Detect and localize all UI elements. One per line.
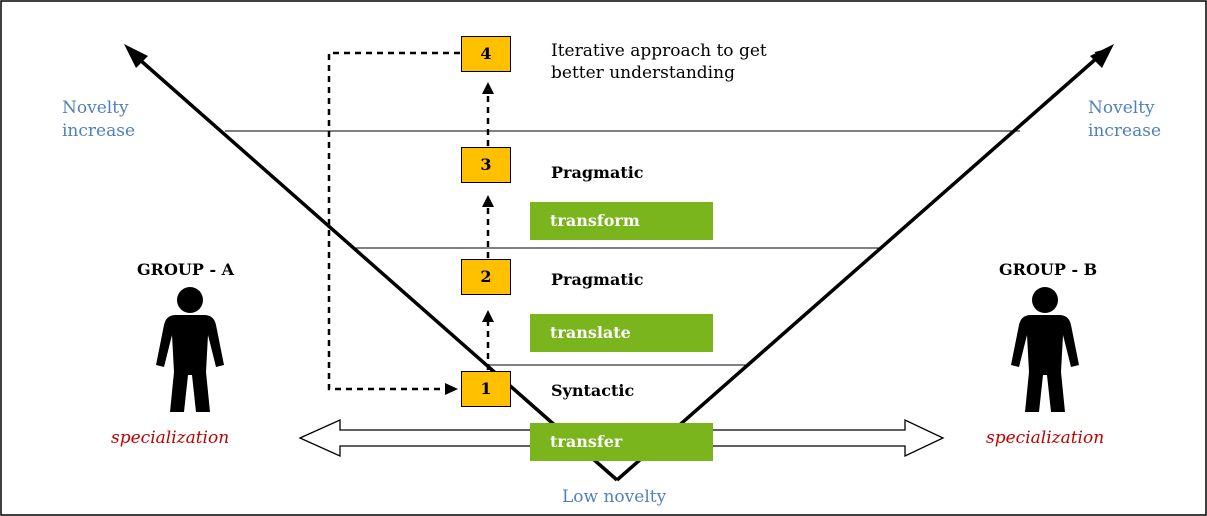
group-a-label: GROUP - A xyxy=(137,260,235,279)
dashed-loop-path xyxy=(327,51,460,391)
group-b-label: GROUP - B xyxy=(999,260,1098,279)
level-4-box: 4 xyxy=(461,36,511,72)
left-specialization-label: specialization xyxy=(111,428,230,448)
right-specialization-label: specialization xyxy=(986,428,1105,448)
level-1-box: 1 xyxy=(461,371,511,407)
left-novelty-line1: Novelty xyxy=(62,98,129,118)
v-left-arrow xyxy=(129,50,619,482)
right-novelty-line2: increase xyxy=(1088,121,1162,141)
right-novelty-line1: Novelty xyxy=(1088,98,1155,118)
v-right-arrow xyxy=(615,48,1108,482)
dashed-arrowhead-1-2 xyxy=(482,310,494,322)
dashed-arrowhead-2-3 xyxy=(482,195,494,207)
transform-box: transform xyxy=(530,202,713,240)
left-novelty-line2: increase xyxy=(62,121,136,141)
dashed-arrow-icon xyxy=(445,383,458,395)
dashed-arrowhead-3-4 xyxy=(482,82,494,94)
person-icon xyxy=(156,287,224,412)
v-right-arrowhead xyxy=(1090,44,1114,68)
level-2-label: Pragmatic xyxy=(551,270,644,289)
level-3-box: 3 xyxy=(461,147,511,183)
translate-box: translate xyxy=(530,314,713,352)
v-left-arrowhead xyxy=(124,44,148,68)
transfer-box: transfer xyxy=(530,423,713,461)
level-3-label: Pragmatic xyxy=(551,163,644,182)
level-2-box: 2 xyxy=(461,259,511,295)
level-4-label: Iterative approach to get better underst… xyxy=(551,41,767,83)
level-1-label: Syntactic xyxy=(551,381,635,400)
person-icon xyxy=(1011,287,1079,412)
low-novelty-label: Low novelty xyxy=(562,487,667,507)
